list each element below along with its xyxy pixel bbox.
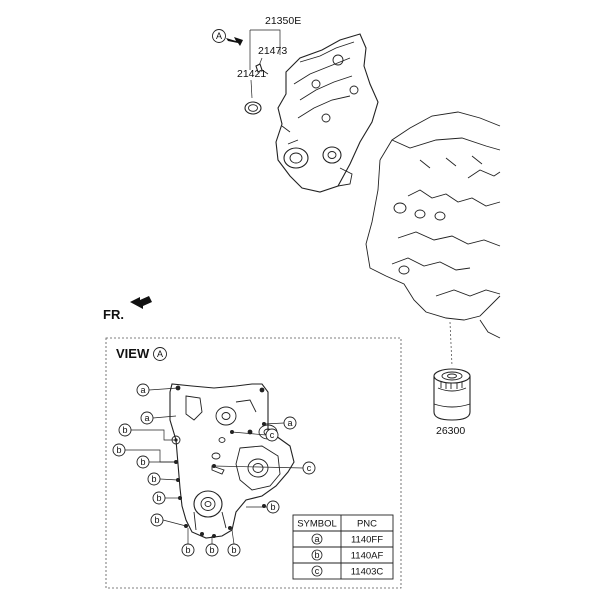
callout-a-2 — [140, 411, 154, 425]
callout-b-2-text: b — [116, 445, 121, 455]
table-header-pnc: PNC — [357, 519, 377, 530]
filter-center-line — [449, 321, 453, 367]
front-arrow-icon — [130, 296, 152, 309]
dowel-pin — [255, 63, 269, 75]
oil-filter — [433, 368, 471, 421]
callout-c-1 — [265, 428, 279, 442]
front-direction-indicator: FR. — [103, 296, 152, 322]
symbol-pnc-table: SYMBOL PNC a 1140FF b 1140AF c 11403C — [292, 514, 394, 580]
callout-b-10-text: b — [231, 545, 236, 555]
callout-b-3 — [136, 455, 150, 469]
view-title: VIEW — [116, 346, 150, 361]
part-number-cover-assembly: 21350E — [265, 15, 301, 27]
callout-c-2 — [302, 461, 316, 475]
timing-cover-exploded — [275, 33, 379, 193]
view-marker-circle — [153, 347, 167, 361]
view-a-title: VIEW A — [116, 346, 167, 361]
callout-b-8 — [181, 543, 195, 557]
table-pnc-c: 11403C — [351, 567, 384, 578]
table-row: c 11403C — [311, 565, 384, 578]
callout-b-6 — [150, 513, 164, 527]
callout-c-1-text: c — [270, 430, 275, 440]
callout-b-4-text: b — [151, 474, 156, 484]
callout-b-1 — [118, 423, 132, 437]
callout-a-3 — [283, 416, 297, 430]
callout-b-9 — [205, 543, 219, 557]
timing-cover-front-view — [169, 383, 295, 539]
front-label: FR. — [103, 307, 124, 322]
callout-a-1-text: a — [140, 385, 145, 395]
callout-b-10 — [227, 543, 241, 557]
engine-block — [365, 111, 501, 339]
part-number-gasket: 21473 — [258, 45, 287, 57]
table-symbol-b: b — [314, 550, 319, 560]
table-symbol-a: a — [314, 534, 319, 544]
table-pnc-a: 1140FF — [351, 535, 383, 546]
callout-marker-a-top: A — [212, 29, 226, 43]
table-symbol-c: c — [315, 566, 320, 576]
callout-b-8-text: b — [185, 545, 190, 555]
callout-b-7-text: b — [270, 502, 275, 512]
callout-marker-a-text: A — [216, 31, 222, 41]
callout-b-2 — [112, 443, 126, 457]
callout-b-5-text: b — [156, 493, 161, 503]
callout-b-3-text: b — [140, 457, 145, 467]
view-direction-arrow — [226, 37, 243, 46]
view-marker-text: A — [157, 349, 163, 359]
oil-seal-ring — [244, 101, 262, 115]
callout-b-6-text: b — [154, 515, 159, 525]
leader-cover-assembly — [250, 29, 281, 55]
callout-a-1 — [136, 383, 150, 397]
callout-b-7 — [266, 500, 280, 514]
table-row: b 1140AF — [311, 549, 384, 562]
table-pnc-b: 1140AF — [351, 551, 384, 562]
callout-b-4 — [147, 472, 161, 486]
view-a-frame — [105, 337, 402, 589]
table-row: a 1140FF — [311, 533, 383, 546]
callout-a-2-text: a — [144, 413, 149, 423]
callout-a-3-text: a — [287, 418, 292, 428]
callout-c-2-text: c — [307, 463, 312, 473]
part-number-oil-filter: 26300 — [436, 425, 465, 437]
callout-b-9-text: b — [209, 545, 214, 555]
bolt-callouts: a a a c c b b b b b b — [112, 383, 316, 557]
callout-b-5 — [152, 491, 166, 505]
table-header-symbol: SYMBOL — [297, 519, 337, 530]
leader-oil-seal — [250, 79, 253, 99]
callout-b-1-text: b — [122, 425, 127, 435]
